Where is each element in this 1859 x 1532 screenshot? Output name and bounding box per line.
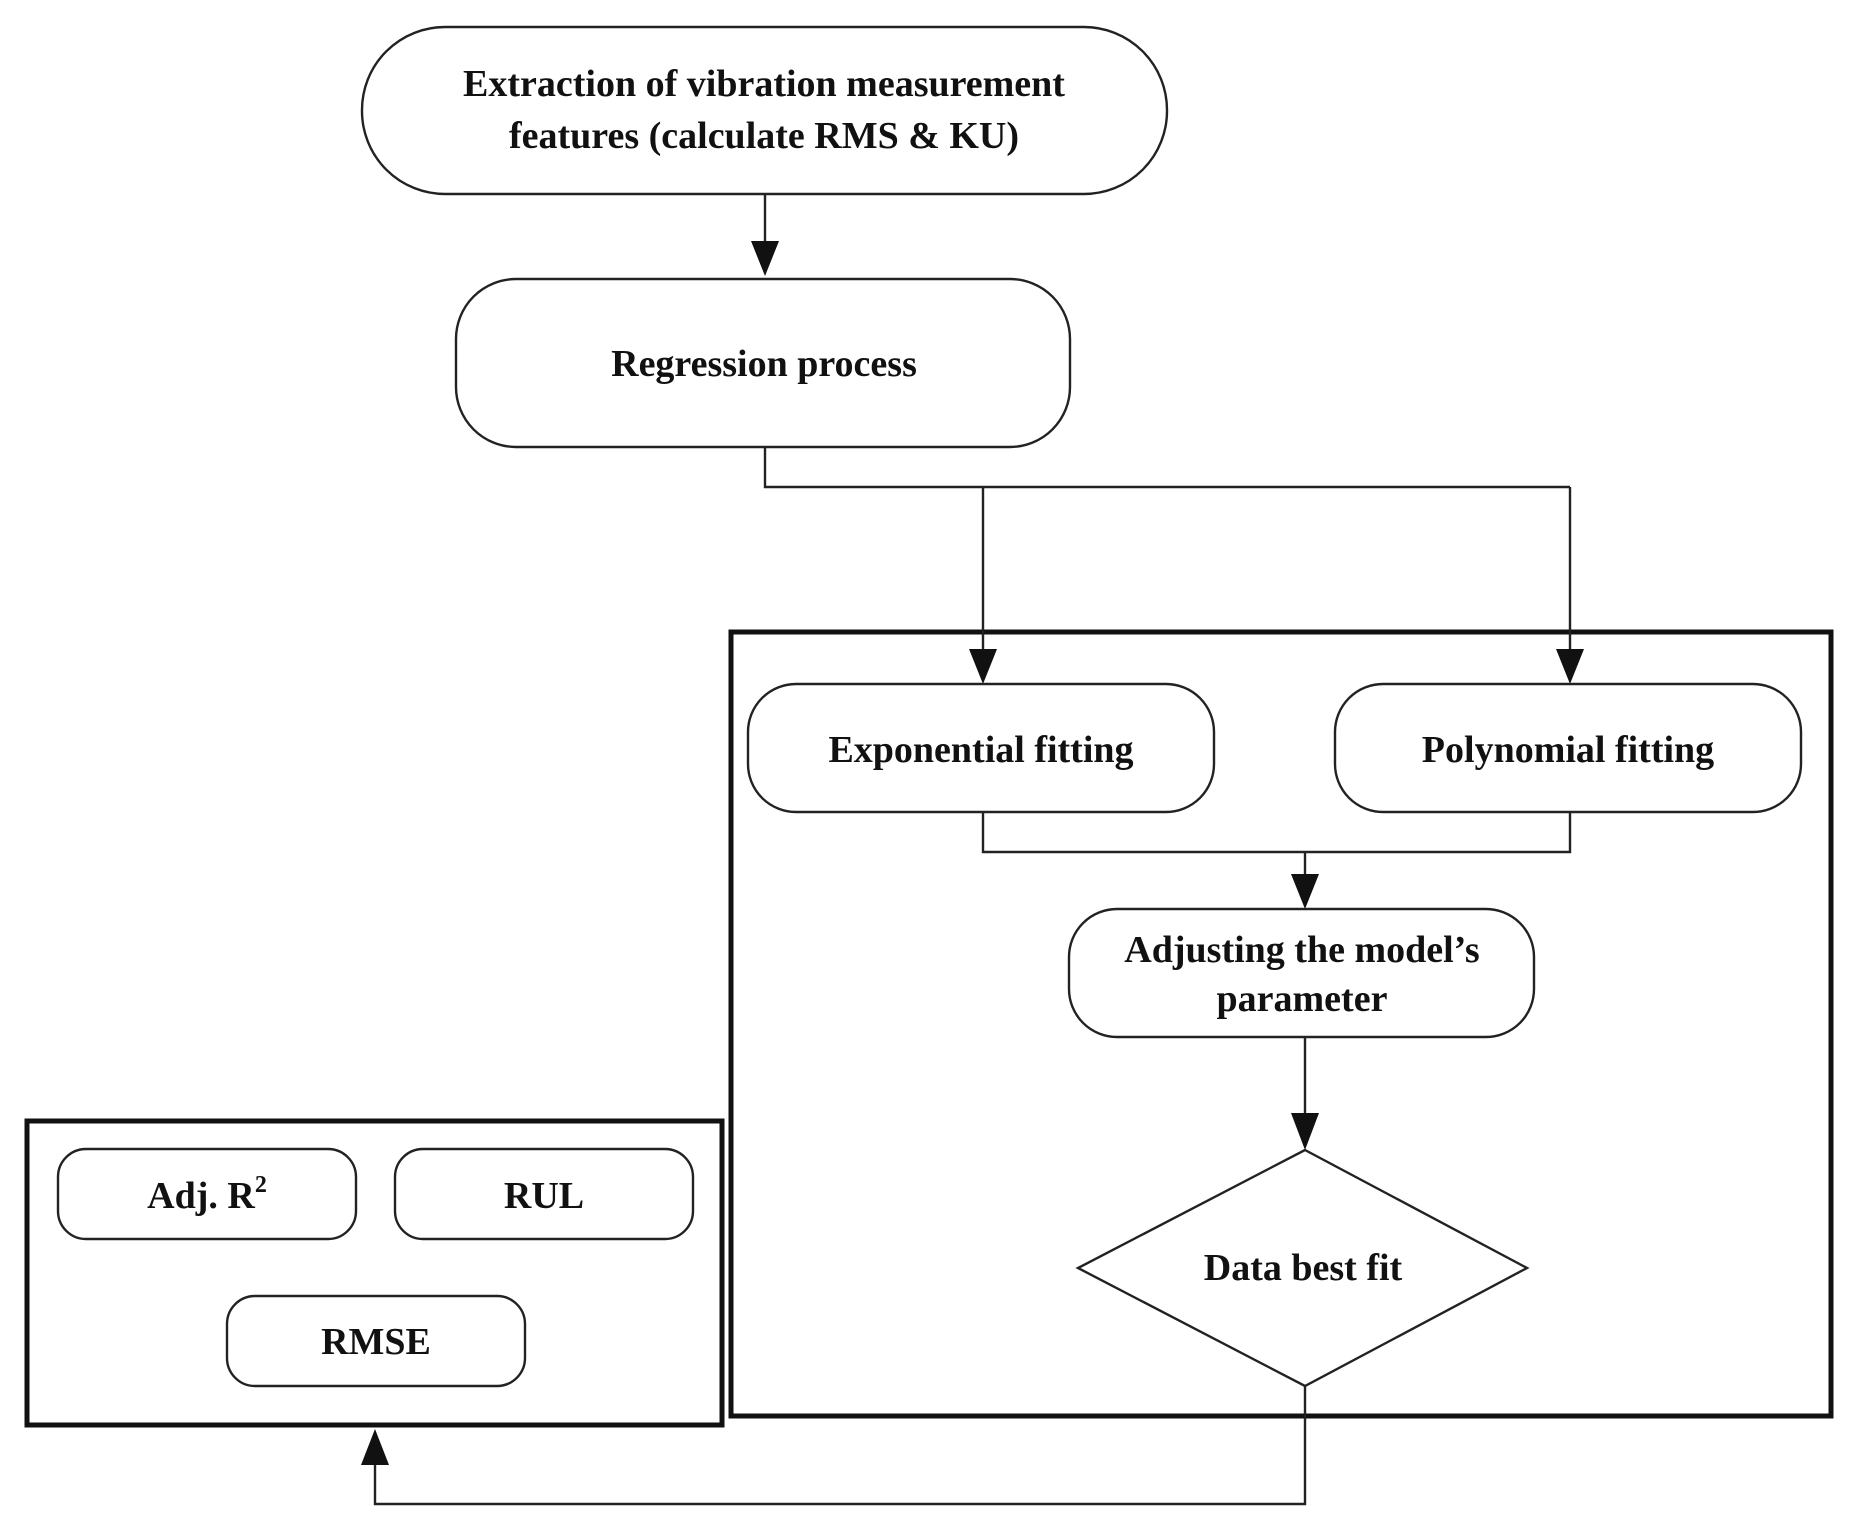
arrowhead-exponential [969,649,997,684]
best-fit-label: Data best fit [1204,1247,1403,1289]
polynomial-box [1333,682,1803,814]
polynomial-label: Polynomial fitting [1422,729,1714,771]
node-polynomial: Polynomial fitting [1333,682,1803,814]
arrowhead-adjusting [1291,874,1319,909]
fitting-group-frame [728,629,1834,1419]
connector-fittings-merge [981,812,1572,854]
rul-box [393,1147,695,1241]
arrowhead-metrics [361,1429,389,1465]
extraction-label-line2: features (calculate RMS & KU) [509,115,1019,157]
connectors [361,194,1584,1506]
regression-label: Regression process [611,343,917,385]
adj-r2-text: Adj. R [147,1175,255,1217]
arrowhead-regression [751,241,779,276]
node-adjusting: Adjusting the model’s parameter [1067,907,1536,1039]
node-extraction: Extraction of vibration measurement feat… [360,25,1169,196]
arrowhead-polynomial [1556,649,1584,684]
node-rmse: RMSE [225,1294,527,1388]
connector-regression-split [763,447,1570,489]
exponential-label: Exponential fitting [828,729,1133,771]
node-adj-r2: Adj. R2 [56,1147,358,1241]
adjusting-label-line2: parameter [1217,978,1388,1020]
node-regression: Regression process [454,277,1072,449]
exponential-box [746,682,1216,814]
node-best-fit: Data best fit [1075,1148,1530,1388]
node-rul: RUL [393,1147,695,1241]
arrowhead-bestfit [1291,1113,1319,1150]
rmse-box [225,1294,527,1388]
extraction-box [360,25,1169,196]
adjusting-label-line1: Adjusting the model’s [1124,929,1479,971]
adj-r2-label: Adj. R2 [147,1172,267,1217]
connector-bestfit-to-metrics [373,1386,1307,1506]
extraction-label-line1: Extraction of vibration measurement [463,63,1065,105]
adj-r2-superscript: 2 [255,1172,267,1198]
regression-box [454,277,1072,449]
adj-r2-box [56,1147,358,1241]
best-fit-diamond [1075,1148,1530,1388]
node-exponential: Exponential fitting [746,682,1216,814]
metrics-group-frame [24,1118,725,1428]
rmse-label: RMSE [321,1321,431,1363]
adjusting-box [1067,907,1536,1039]
rul-label: RUL [504,1175,584,1217]
